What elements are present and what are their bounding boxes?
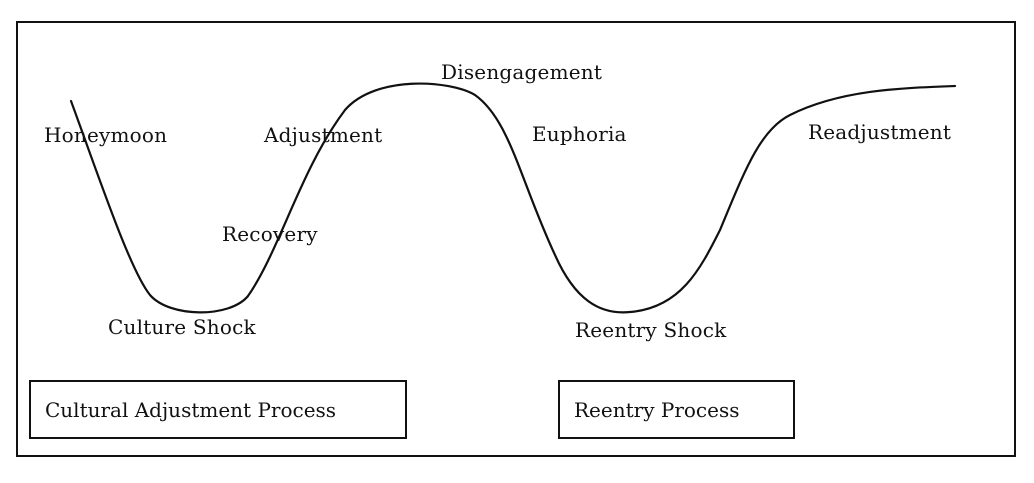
adjustment-curve (69, 82, 957, 314)
diagram-frame (16, 21, 1016, 457)
label-reentry-shock: Reentry Shock (575, 318, 727, 342)
label-disengagement: Disengagement (441, 60, 603, 84)
label-readjustment: Readjustment (808, 120, 952, 144)
reentry-process-box: Reentry Process (558, 380, 795, 439)
label-honeymoon: Honeymoon (44, 123, 168, 147)
reentry-process-label: Reentry Process (574, 397, 740, 422)
label-culture-shock: Culture Shock (108, 315, 256, 339)
label-euphoria: Euphoria (532, 122, 627, 146)
cultural-adjustment-process-label: Cultural Adjustment Process (45, 397, 337, 422)
label-adjustment: Adjustment (264, 123, 383, 147)
cultural-adjustment-process-box: Cultural Adjustment Process (29, 380, 407, 439)
label-recovery: Recovery (222, 222, 318, 246)
